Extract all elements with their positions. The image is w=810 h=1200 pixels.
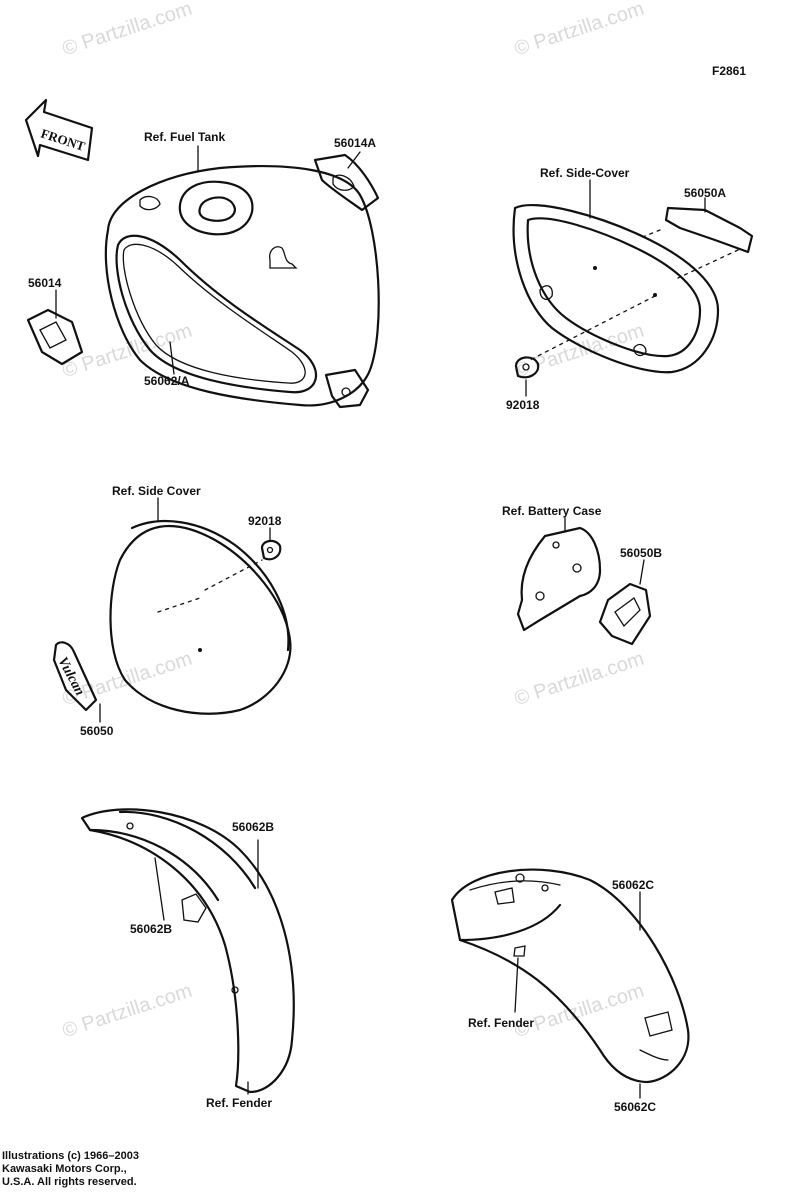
label-56062C-top: 56062C <box>612 878 655 892</box>
grommet-92018-mid <box>260 539 282 561</box>
copyright-line: Illustrations (c) 1966–2003 <box>2 1150 139 1162</box>
copyright-notice: Illustrations (c) 1966–2003 Kawasaki Mot… <box>2 1150 139 1189</box>
label-56062C-bottom: 56062C <box>614 1100 657 1114</box>
label-ref-side-cover-top: Ref. Side-Cover <box>540 166 630 180</box>
label-92018-mid: 92018 <box>248 514 282 528</box>
label-56014A: 56014A <box>334 136 377 150</box>
front-arrow-label: FRONT <box>39 126 87 154</box>
emblem-56014A <box>313 153 380 212</box>
copyright-line: Kawasaki Motors Corp., <box>2 1163 127 1175</box>
label-56050B: 56050B <box>620 546 663 560</box>
fuel-tank <box>104 165 380 409</box>
label-56014: 56014 <box>28 276 62 290</box>
front-fender <box>80 808 295 1094</box>
label-56050: 56050 <box>80 724 114 738</box>
label-92018-top: 92018 <box>506 398 540 412</box>
label-ref-fuel-tank: Ref. Fuel Tank <box>144 130 226 144</box>
copyright-line: U.S.A. All rights reserved. <box>2 1176 137 1188</box>
figure-id: F2861 <box>712 64 747 78</box>
rear-fender <box>450 868 690 1084</box>
front-arrow-icon: FRONT <box>24 98 94 162</box>
label-ref-fender-rear: Ref. Fender <box>468 1016 535 1030</box>
emblem-56050: Vulcan <box>52 641 98 712</box>
label-56050A: 56050A <box>684 186 727 200</box>
label-ref-battery-case: Ref. Battery Case <box>502 504 602 518</box>
label-ref-side-cover-mid: Ref. Side Cover <box>112 484 201 498</box>
emblem-56014 <box>26 308 84 366</box>
side-cover-top <box>512 204 720 374</box>
side-cover-mid <box>109 519 292 715</box>
svg-text:Vulcan: Vulcan <box>54 655 87 699</box>
emblem-56050B <box>598 582 652 646</box>
label-56062-A: 56062/A <box>144 374 190 388</box>
emblem-56050A <box>664 206 754 254</box>
label-56062B-bottom: 56062B <box>130 922 173 936</box>
label-ref-fender-front: Ref. Fender <box>206 1096 273 1110</box>
label-56062B-top: 56062B <box>232 820 275 834</box>
grommet-92018-top <box>514 356 540 379</box>
battery-case <box>516 526 602 632</box>
